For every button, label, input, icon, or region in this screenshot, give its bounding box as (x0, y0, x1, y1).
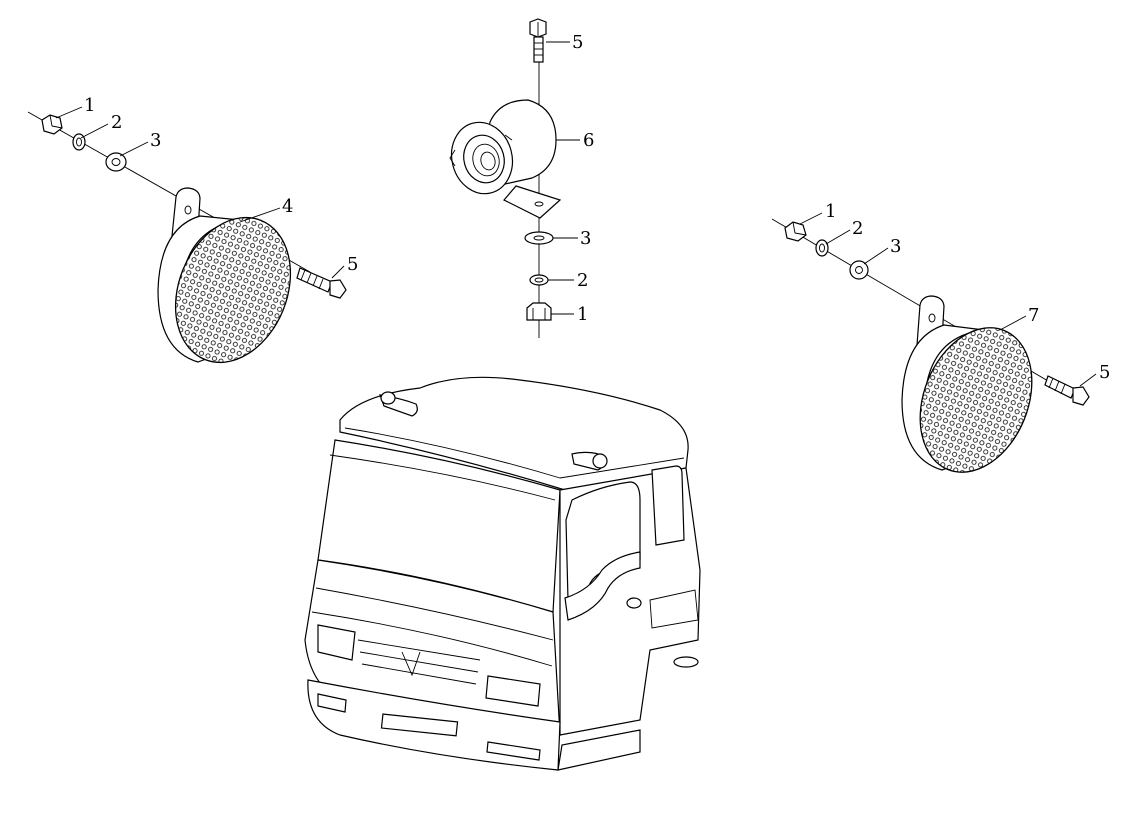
callout-center-horn: 6 (583, 130, 594, 151)
center-horn-assembly (449, 18, 562, 338)
left-roof-marker-light (379, 391, 418, 417)
left-lock-washer (72, 133, 86, 151)
truck-cab (304, 376, 701, 771)
callout-left-nut: 1 (84, 95, 95, 116)
callout-right-nut: 1 (825, 201, 836, 222)
right-horn (901, 295, 1033, 473)
callout-center-flat-washer: 3 (580, 228, 591, 249)
left-horn (157, 187, 292, 364)
callout-right-horn: 7 (1028, 305, 1039, 326)
left-nut (41, 114, 63, 135)
right-horn-assembly (771, 218, 1090, 473)
callout-top-bolt: 5 (572, 32, 583, 53)
callout-left-bolt: 5 (347, 254, 358, 275)
center-nut (526, 302, 552, 321)
center-lock-washer (529, 274, 549, 286)
right-flat-washer (849, 260, 869, 280)
callout-center-nut: 1 (577, 304, 588, 325)
right-nut (784, 221, 807, 242)
left-flat-washer (105, 152, 127, 172)
top-bolt (529, 18, 547, 63)
left-horn-assembly (27, 111, 347, 364)
callout-left-lock-washer: 2 (111, 112, 122, 133)
right-roof-marker-light (571, 451, 608, 471)
leader-lines (55, 41, 1097, 387)
callout-left-horn: 4 (282, 196, 293, 217)
callout-center-lock-washer: 2 (577, 270, 588, 291)
callout-right-flat-washer: 3 (890, 236, 901, 257)
callout-labels: 1 2 3 4 5 5 6 3 2 1 1 2 3 7 5 (84, 32, 1110, 383)
callout-right-lock-washer: 2 (852, 218, 863, 239)
center-flat-washer (524, 231, 554, 245)
left-bolt (296, 267, 347, 299)
right-lock-washer (815, 239, 829, 257)
callout-left-flat-washer: 3 (150, 130, 161, 151)
callout-right-bolt: 5 (1099, 362, 1110, 383)
right-bolt (1044, 375, 1090, 406)
center-horn (449, 99, 562, 219)
